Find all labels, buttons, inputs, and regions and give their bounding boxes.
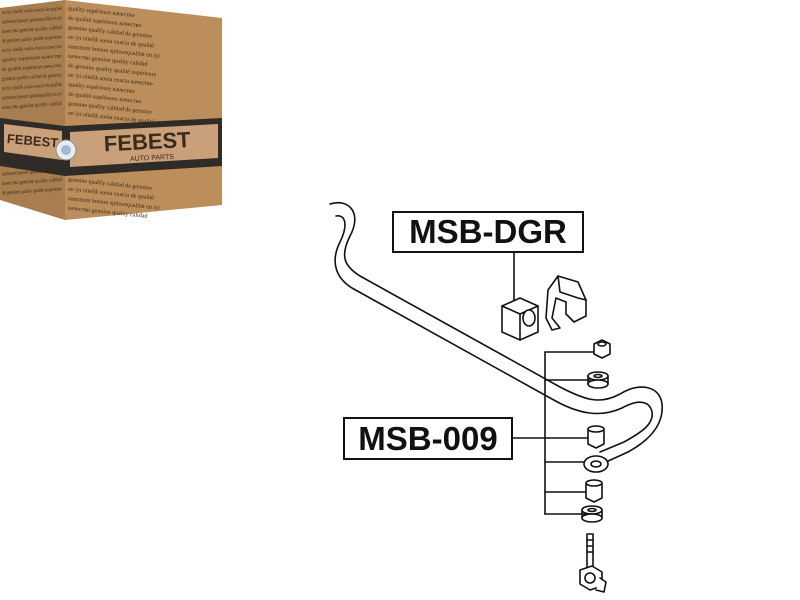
box-print-line: en iyi nitelik sonia exacta de qualité: [2, 82, 63, 92]
box-print-line: summum bonum spitzenqualität en iyi: [2, 91, 63, 101]
bar-end-eye-icon: [583, 455, 609, 473]
stabilizer-bar-icon: [329, 201, 663, 463]
box-print-line: genuine quality calidad de genuino: [2, 72, 62, 82]
bushing-icon: [587, 425, 605, 449]
box-print-line: en iyi nitelik sonia exacta de qualité: [2, 6, 63, 16]
box-print-line: de genuine quality qualité supérieure: [2, 186, 63, 196]
box-print-line: качество genuine quality calidad: [2, 101, 62, 111]
washer-icon: [581, 505, 603, 523]
box-print-line: de qualité supérieure качество: [2, 63, 62, 73]
box-brand-right: FEBEST: [103, 127, 192, 157]
technical-drawing: [329, 201, 663, 593]
bushing-icon: [501, 297, 539, 341]
bracket-icon: [545, 275, 587, 331]
box-print-line: качество genuine quality calidad: [2, 25, 62, 35]
box-print-line: качество genuine quality calidad: [2, 177, 62, 187]
part-code-msb-009: MSB-009: [343, 417, 513, 460]
box-print-line: en iyi nitelik sonia exacta качество: [2, 44, 62, 54]
part-code-msb-dgr: MSB-DGR: [392, 211, 584, 253]
bushing-icon: [585, 479, 603, 503]
box-print-line: summum bonum spitzenqualität en iyi: [2, 167, 63, 177]
box-print-line: summum bonum spitzenqualität en iyi: [2, 15, 63, 25]
box-print-line: de genuine quality qualité supérieure: [2, 34, 63, 44]
box-sub-brand: AUTO PARTS: [130, 154, 175, 163]
product-box: quality supérieure качество de qualité s…: [0, 0, 222, 220]
link-bolt-icon: [579, 533, 607, 593]
nut-icon: [593, 339, 611, 359]
box-brand-left: FEBEST: [6, 131, 58, 150]
washer-icon: [587, 371, 609, 389]
box-print-line: quality supérieure качество: [2, 53, 63, 63]
